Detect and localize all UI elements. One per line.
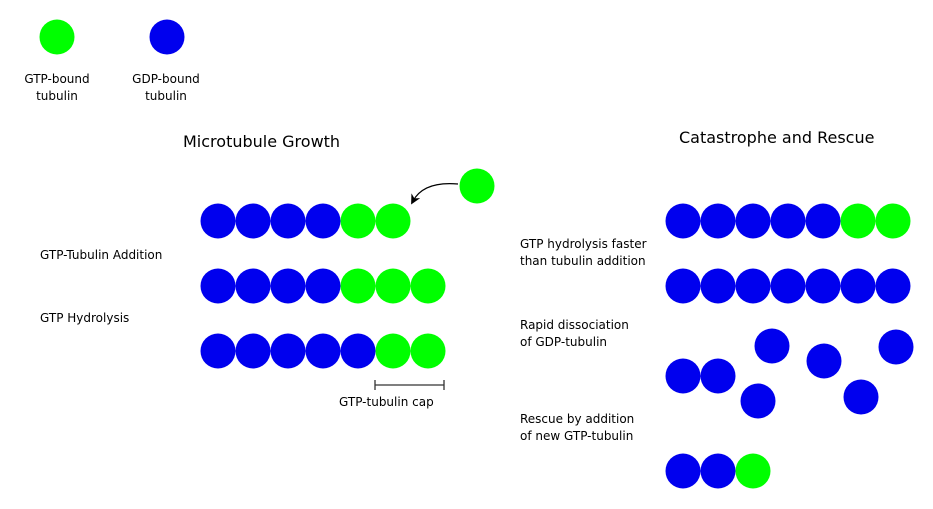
catastrophe-step-label: Rescue by addition of new GTP-tubulin <box>520 412 635 443</box>
catastrophe-title: Catastrophe and Rescue <box>679 128 875 147</box>
growth-rows <box>200 168 495 369</box>
tubulin-subunit <box>665 358 701 394</box>
tubulin-subunit <box>340 333 376 369</box>
tubulin-subunit <box>665 453 701 489</box>
legend-gdp-swatch <box>149 19 185 55</box>
tubulin-subunit <box>700 203 736 239</box>
tubulin-subunit <box>875 203 911 239</box>
tubulin-subunit <box>735 453 771 489</box>
tubulin-subunit <box>735 268 771 304</box>
tubulin-subunit <box>700 358 736 394</box>
tubulin-subunit <box>840 203 876 239</box>
tubulin-subunit <box>410 268 446 304</box>
tubulin-subunit <box>665 268 701 304</box>
dissociated-gdp-tubulin <box>878 329 914 365</box>
tubulin-subunit <box>840 268 876 304</box>
tubulin-subunit <box>700 268 736 304</box>
tubulin-subunit <box>200 268 236 304</box>
tubulin-subunit <box>770 203 806 239</box>
growth-title: Microtubule Growth <box>183 132 341 151</box>
catastrophe-step-label: Rapid dissociation of GDP-tubulin <box>520 318 629 349</box>
tubulin-subunit <box>735 203 771 239</box>
tubulin-subunit <box>305 203 341 239</box>
cap-bracket <box>374 380 445 390</box>
legend-gdp-label: GDP-bound tubulin <box>132 72 200 103</box>
tubulin-subunit <box>375 268 411 304</box>
incoming-gtp-tubulin <box>459 168 495 204</box>
incoming-arrow <box>411 183 459 205</box>
tubulin-subunit <box>305 333 341 369</box>
legend <box>39 19 185 55</box>
tubulin-subunit <box>805 203 841 239</box>
tubulin-subunit <box>235 268 271 304</box>
dissociated-gdp-tubulin <box>806 343 842 379</box>
cap-label: GTP-tubulin cap <box>339 395 434 409</box>
tubulin-subunit <box>805 268 841 304</box>
dissociated-gdp-tubulin <box>843 379 879 415</box>
tubulin-subunit <box>270 333 306 369</box>
tubulin-subunit <box>200 203 236 239</box>
tubulin-subunit <box>375 333 411 369</box>
legend-gtp-swatch <box>39 19 75 55</box>
tubulin-subunit <box>235 203 271 239</box>
tubulin-subunit <box>235 333 271 369</box>
tubulin-subunit <box>875 268 911 304</box>
tubulin-subunit <box>270 203 306 239</box>
catastrophe-step-label: GTP hydrolysis faster than tubulin addit… <box>520 237 647 268</box>
tubulin-subunit <box>305 268 341 304</box>
tubulin-subunit <box>770 268 806 304</box>
tubulin-subunit <box>270 268 306 304</box>
tubulin-subunit <box>665 203 701 239</box>
tubulin-subunit <box>410 333 446 369</box>
tubulin-subunit <box>375 203 411 239</box>
tubulin-subunit <box>340 268 376 304</box>
tubulin-subunit <box>340 203 376 239</box>
catastrophe-rows <box>665 203 914 489</box>
tubulin-subunit <box>200 333 236 369</box>
legend-gtp-label: GTP-bound tubulin <box>24 72 90 103</box>
dissociated-gdp-tubulin <box>754 328 790 364</box>
growth-step-label: GTP Hydrolysis <box>40 311 130 325</box>
tubulin-subunit <box>700 453 736 489</box>
growth-step-label: GTP-Tubulin Addition <box>40 248 163 262</box>
dissociated-gdp-tubulin <box>740 383 776 419</box>
